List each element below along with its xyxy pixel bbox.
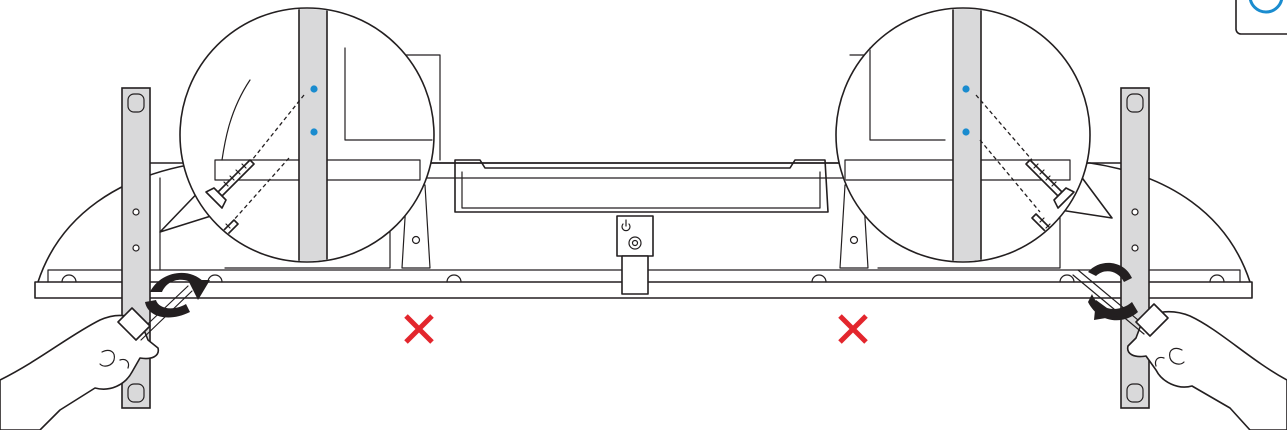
left-screw-hole-upper (310, 85, 318, 93)
left-screw-lower (189, 219, 239, 261)
left-hand-screwdriver (0, 272, 210, 430)
power-icon (621, 219, 631, 232)
cross-mark-icon-right (838, 314, 868, 344)
right-screw-hole-upper (962, 85, 970, 93)
left-detail-magnifier (159, 7, 435, 263)
left-screw-hole-lower (310, 128, 318, 136)
right-screw-upper (1025, 159, 1075, 209)
rotate-arrow-icon (1088, 262, 1138, 321)
right-hand-screwdriver (1072, 262, 1287, 430)
rotate-arrow-icon (145, 272, 210, 318)
left-screw-upper (205, 159, 255, 209)
right-detail-magnifier (835, 7, 1113, 263)
circle-badge-icon (1235, 0, 1287, 35)
right-screw-hole-lower (962, 128, 970, 136)
power-connector (616, 215, 654, 295)
right-stand-bracket (1120, 87, 1150, 409)
cross-mark-icon-left (404, 314, 434, 344)
